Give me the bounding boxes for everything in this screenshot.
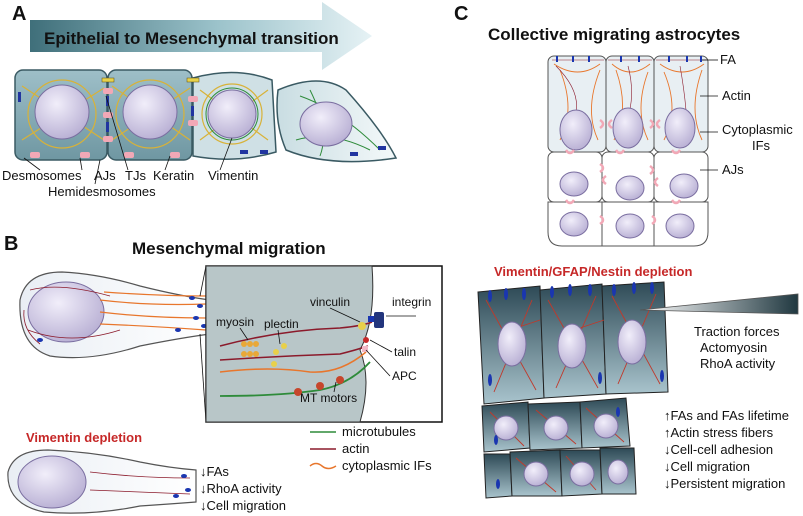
label-cytoplasmic: Cytoplasmic [722,122,793,137]
panel-a-leaders [23,95,233,185]
c-increase-3: RhoA activity [700,356,776,371]
label-ajs-a: AJs [94,168,116,183]
label-vinculin: vinculin [310,295,350,309]
astrocyte-sheet [547,55,709,247]
b-effect-1: ↓FAs [200,464,229,479]
panel-a-letter: A [12,3,26,25]
legend-label-actin: actin [342,441,369,456]
label-vimentin: Vimentin [208,168,258,183]
c-depletion-title: Vimentin/GFAP/Nestin depletion [494,264,692,279]
increase-wedge [639,293,799,315]
label-plectin: plectin [264,317,299,331]
inset-box [205,265,443,423]
label-keratin: Keratin [153,168,194,183]
panel-b-letter: B [4,233,18,255]
c-effect-1: ↑FAs and FAs lifetime [664,408,789,423]
label-desmosomes: Desmosomes [2,168,82,183]
legend-label-microtubules: microtubules [342,424,416,439]
emt-arrow-title: Epithelial to Mesenchymal transition [44,29,339,48]
label-apc: APC [392,369,417,383]
zoom-line-top [199,265,207,297]
panel-c-letter: C [454,3,468,25]
c-increase-2: Actomyosin [700,340,767,355]
c-effect-4: ↓Cell migration [664,459,750,474]
depleted-cell [7,449,197,514]
emt-arrow [30,2,372,70]
c-increase-1: Traction forces [694,324,780,339]
epithelial-cells [14,69,398,163]
b-effect-2: ↓RhoA activity [200,481,282,496]
label-talin: talin [394,345,416,359]
label-ifs-c: IFs [752,138,771,153]
depleted-astrocytes [477,281,669,499]
zoom-line-bottom [199,333,207,423]
c-effect-5: ↓Persistent migration [664,476,785,491]
label-fa: FA [720,52,736,67]
panel-b-title: Mesenchymal migration [132,239,326,258]
legend-b [309,431,337,470]
label-ajs-c: AJs [722,162,744,177]
label-tjs: TJs [125,168,146,183]
mesenchymal-cell [19,271,211,359]
c-effect-2: ↑Actin stress fibers [664,425,774,440]
label-actin-c: Actin [722,88,751,103]
panel-c-leaders [700,59,718,171]
label-hemidesmosomes: Hemidesmosomes [48,184,156,199]
label-mt-motors: MT motors [300,391,357,405]
inset-leaders [239,307,416,393]
b-effect-3: ↓Cell migration [200,498,286,513]
b-depletion-title: Vimentin depletion [26,430,142,445]
label-myosin: myosin [216,315,254,329]
label-integrin: integrin [392,295,431,309]
legend-label-ifs: cytoplasmic IFs [342,458,432,473]
c-effect-3: ↓Cell-cell adhesion [664,442,773,457]
panel-c-title: Collective migrating astrocytes [488,25,740,44]
legend-swatch-ifs [309,462,337,470]
